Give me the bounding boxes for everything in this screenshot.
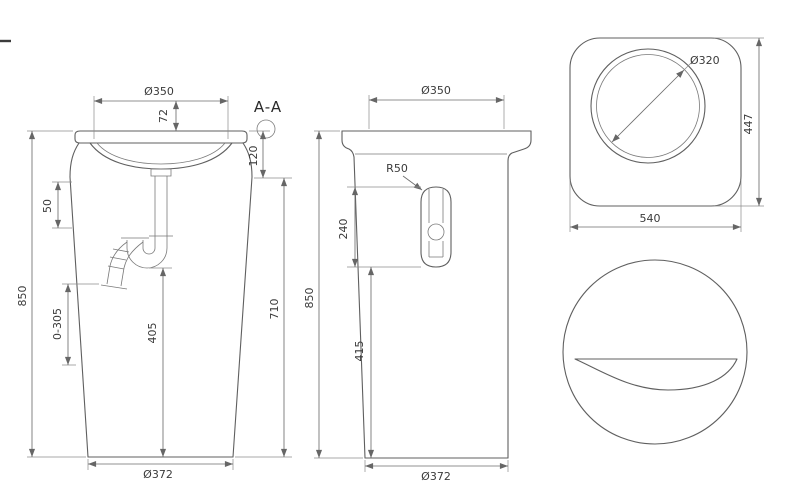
rim-profile — [74, 130, 248, 144]
dim-top-width: 540 — [640, 212, 661, 225]
dim-front-dia-top: Ø350 — [144, 85, 174, 98]
trap-nuts — [121, 235, 173, 239]
dim-ext — [52, 181, 72, 229]
front-section-view: Ø350 72 A-A 850 50 0-305 405 — [16, 85, 292, 481]
dim-side-dia-top: Ø350 — [421, 84, 451, 97]
dim-side-slot-radius: R50 — [386, 162, 408, 175]
dim-front-trap-gap: 50 — [41, 199, 54, 213]
slot-drain-circle — [427, 223, 445, 241]
pipe-corrugation — [107, 248, 130, 270]
side-right-edge — [507, 130, 532, 459]
outlet-pipe-left — [106, 241, 128, 285]
dim-side-lower-height: 415 — [353, 341, 366, 362]
slot-pipe-upper — [428, 189, 444, 223]
leader-line — [402, 175, 423, 191]
base-circle — [562, 259, 748, 445]
side-outline — [341, 130, 532, 459]
dim-side-slot-height: 240 — [337, 219, 350, 240]
tailpipe — [154, 176, 168, 238]
dim-ext — [683, 60, 694, 71]
dim-side-dia-bottom: Ø372 — [421, 470, 451, 483]
outlet-pipe-right — [120, 241, 144, 287]
dim-ext — [62, 283, 99, 366]
bowl-inner-circle — [596, 54, 700, 158]
dim-front-body-height: 710 — [268, 299, 281, 320]
dim-front-overall-height: 850 — [16, 286, 29, 307]
dim-ext — [314, 130, 363, 459]
dim-ext — [347, 186, 421, 268]
trap-outer — [126, 238, 168, 269]
dim-front-dia-bottom: Ø372 — [143, 468, 173, 481]
trap-inner — [142, 238, 156, 255]
section-cut-symbol — [256, 119, 276, 139]
top-view: Ø320 447 540 — [569, 37, 764, 232]
front-dimensions: Ø350 72 A-A 850 50 0-305 405 — [16, 85, 292, 481]
basin-edge-profile — [574, 358, 738, 391]
dim-top-depth: 447 — [742, 114, 755, 135]
front-drain-trap — [100, 168, 173, 290]
side-section-view: Ø350 R50 240 850 415 Ø372 — [303, 84, 532, 483]
drain-slot — [420, 186, 452, 268]
dim-line — [611, 69, 685, 143]
top-view-body — [569, 37, 742, 207]
front-outline — [69, 130, 253, 458]
dim-side-overall-height: 850 — [303, 288, 316, 309]
slot-pipe-lower — [428, 241, 444, 258]
side-left-edge — [341, 130, 366, 459]
dim-front-rim-height: 120 — [247, 146, 260, 167]
section-label: A-A — [254, 98, 282, 116]
pedestal-left-edge — [69, 142, 89, 458]
pipe-end-flange — [100, 284, 128, 290]
top-dimensions: Ø320 447 540 — [569, 37, 764, 232]
pedestal-right-edge — [232, 142, 253, 458]
dim-ext — [714, 37, 764, 207]
bottom-view — [562, 259, 748, 445]
dim-front-trap-height: 405 — [146, 323, 159, 344]
dim-front-bowl-depth: 72 — [157, 109, 170, 123]
bowl-outer-circle — [590, 48, 706, 164]
dim-top-dia-bowl: Ø320 — [690, 54, 720, 67]
dim-front-drain-range: 0-305 — [51, 308, 64, 340]
dim-ext — [569, 180, 742, 232]
side-dimensions: Ø350 R50 240 850 415 Ø372 — [303, 84, 509, 483]
bowl-outer-curve — [89, 142, 233, 170]
drain-flange — [150, 168, 172, 177]
bowl-inner-curve — [96, 142, 226, 165]
